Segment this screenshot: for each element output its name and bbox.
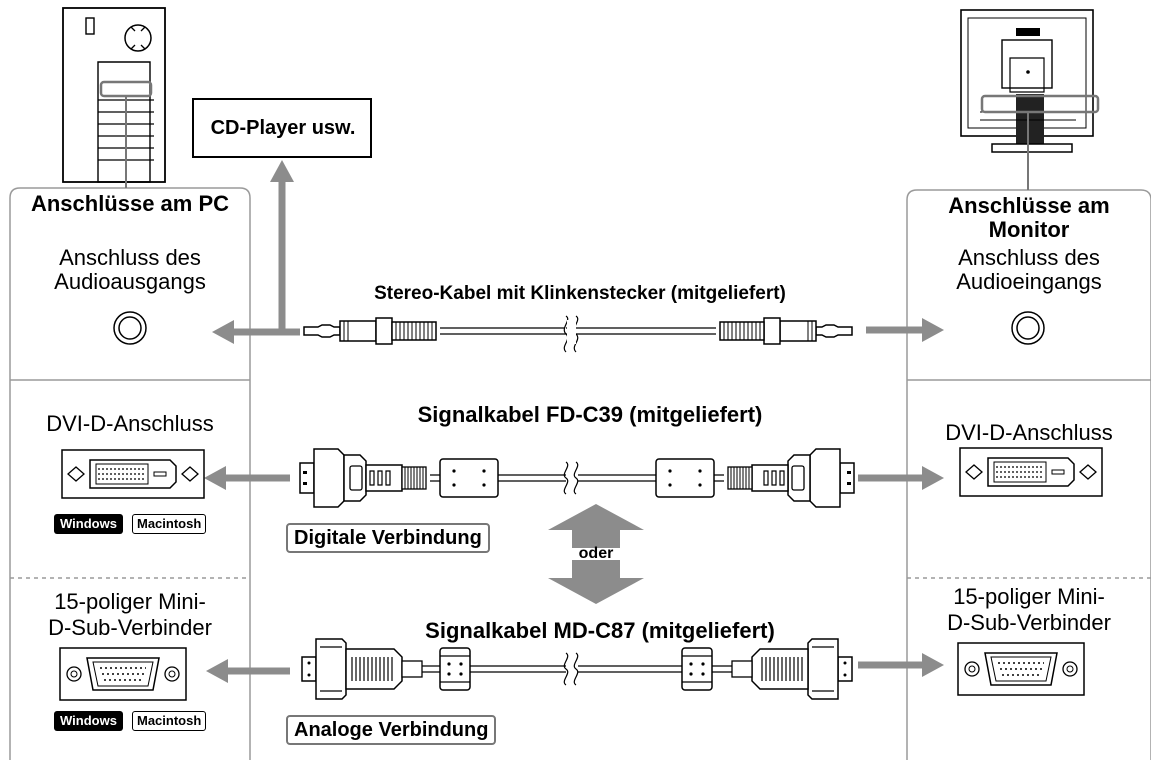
macintosh-tag: Macintosh bbox=[132, 514, 207, 534]
macintosh-tag: Macintosh bbox=[132, 711, 207, 731]
windows-tag: Windows bbox=[54, 514, 123, 534]
stereo-cable-label: Stereo-Kabel mit Klinkenstecker (mitgeli… bbox=[374, 283, 786, 304]
left-dsub-label-2: D-Sub-Verbinder bbox=[48, 615, 212, 640]
right-audio-label: Anschluss des Audioeingangs bbox=[956, 245, 1102, 294]
left-dsub-label-1: 15-poliger Mini- bbox=[54, 589, 206, 614]
left-audio-label: Anschluss des Audioausgangs bbox=[54, 245, 206, 294]
or-label: oder bbox=[578, 545, 614, 562]
right-heading: Anschlüsse am Monitor bbox=[948, 193, 1110, 242]
right-dsub-label-2: D-Sub-Verbinder bbox=[947, 610, 1111, 635]
stereo-cable-icon bbox=[303, 315, 853, 353]
left-dvi-label: DVI-D-Anschluss bbox=[46, 411, 214, 436]
monitor-back-icon bbox=[960, 9, 1100, 190]
dvi-cable-icon bbox=[299, 448, 855, 508]
pc-tower-icon bbox=[62, 7, 166, 188]
digital-connection-label: Digitale Verbindung bbox=[286, 523, 490, 553]
right-dvi-label: DVI-D-Anschluss bbox=[945, 420, 1113, 445]
left-heading: Anschlüsse am PC bbox=[30, 191, 230, 216]
analog-connection-label: Analoge Verbindung bbox=[286, 715, 497, 745]
analog-cable-label: Signalkabel MD-C87 (mitgeliefert) bbox=[425, 618, 775, 643]
cd-player-label: CD-Player usw. bbox=[210, 117, 356, 139]
digital-cable-label: Signalkabel FD-C39 (mitgeliefert) bbox=[417, 402, 763, 427]
windows-tag: Windows bbox=[54, 711, 123, 731]
right-dsub-label-1: 15-poliger Mini- bbox=[953, 584, 1105, 609]
vga-cable-icon bbox=[301, 638, 853, 700]
